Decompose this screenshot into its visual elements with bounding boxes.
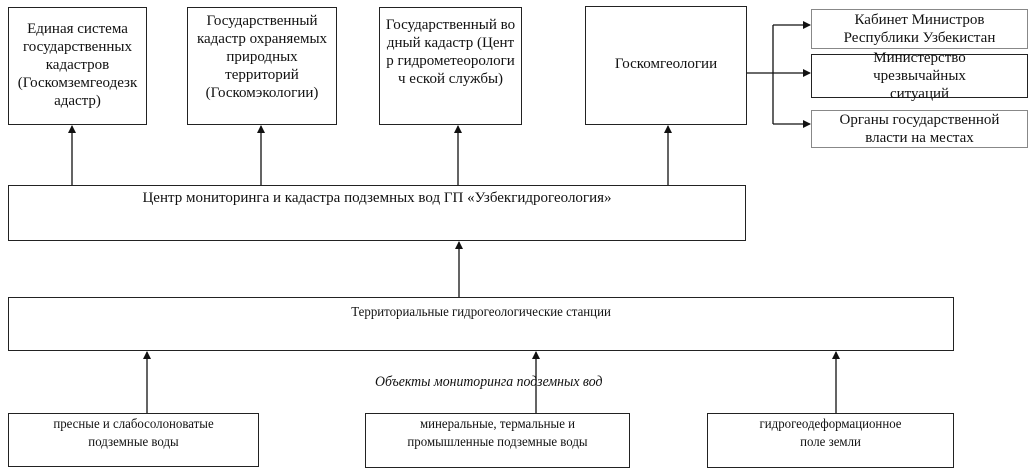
box-text: Кабинет Министров Республики Узбекистан: [843, 12, 996, 46]
box-monitoring-center: Центр мониторинга и кадастра подземных в…: [8, 185, 746, 241]
box-unified-cadastre: Единая система государственных кадастров…: [8, 7, 147, 125]
box-fresh-water: пресные и слабосолоноватые подземные вод…: [8, 413, 259, 467]
box-text: Госкомгеологии: [614, 56, 718, 72]
box-text: пресные и слабосолоноватые подземные вод…: [53, 417, 214, 450]
box-text: Органы государственной власти на местах: [839, 112, 1000, 146]
box-goskomgeologii: Госкомгеологии: [585, 6, 747, 125]
box-text: Государственный кадастр охраняемых приро…: [196, 13, 328, 101]
box-text: Государственный водный кадастр (Центр ги…: [385, 17, 516, 87]
box-local-authorities: Органы государственной власти на местах: [811, 110, 1028, 148]
box-protected-territories-cadastre: Государственный кадастр охраняемых приро…: [187, 7, 337, 125]
objects-label: Объекты мониторинга подземных вод: [375, 374, 603, 390]
box-text: Центр мониторинга и кадастра подземных в…: [142, 190, 612, 206]
box-text: гидрогеодеформационное поле земли: [759, 417, 902, 450]
box-territorial-stations: Территориальные гидрогеологические станц…: [8, 297, 954, 351]
box-text: Единая система государственных кадастров…: [17, 21, 138, 109]
box-water-cadastre: Государственный водный кадастр (Центр ги…: [379, 7, 522, 125]
box-emergency-ministry: Министерство чрезвычайных ситуаций: [811, 50, 1028, 102]
box-text: Министерство чрезвычайных ситуаций: [873, 50, 966, 102]
box-text: минеральные, термальные и промышленные п…: [407, 417, 588, 450]
box-cabinet-of-ministers: Кабинет Министров Республики Узбекистан: [811, 9, 1028, 49]
box-text: Территориальные гидрогеологические станц…: [351, 305, 611, 320]
box-mineral-water: минеральные, термальные и промышленные п…: [365, 413, 630, 468]
box-hydrogeodeformation-field: гидрогеодеформационное поле земли: [707, 413, 954, 468]
